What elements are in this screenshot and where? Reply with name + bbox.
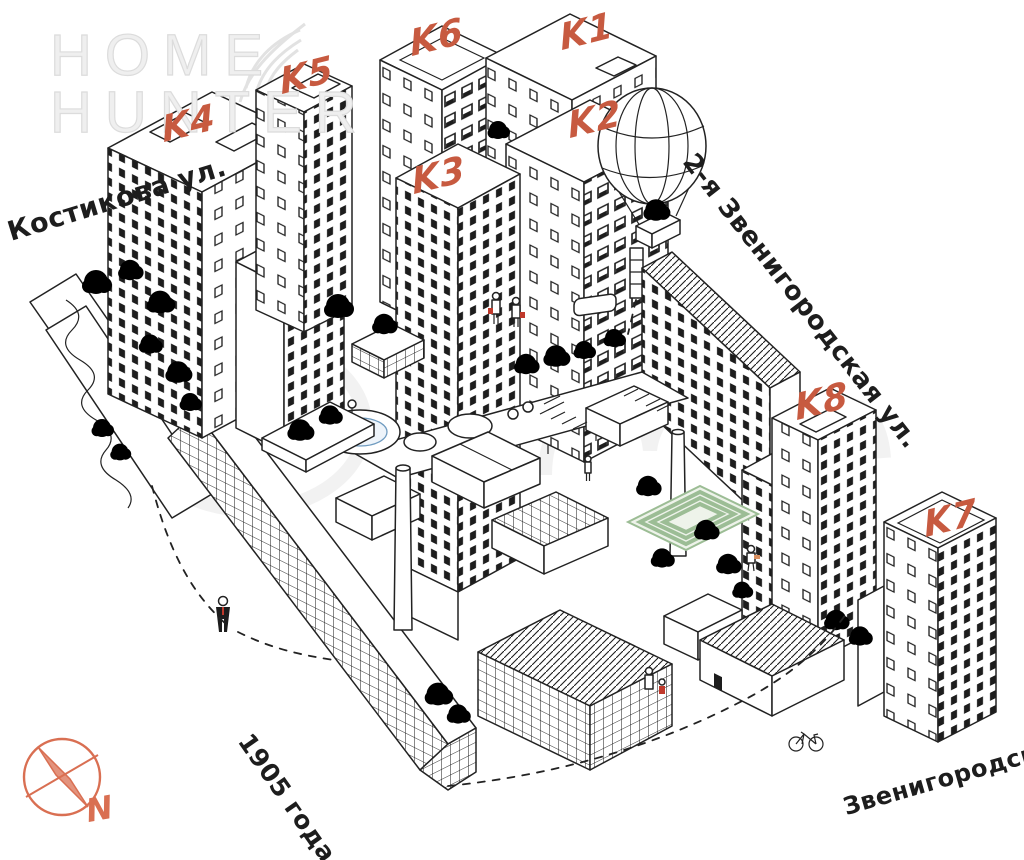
building-k3 xyxy=(395,143,521,641)
hedge-maze xyxy=(625,484,761,552)
pedestrian xyxy=(584,455,592,481)
planter-bed xyxy=(261,401,375,473)
hot-air-balloon xyxy=(597,87,707,335)
dashed-paths xyxy=(151,485,847,787)
building-hall xyxy=(699,603,845,717)
tree xyxy=(716,553,742,580)
bicycle-icon xyxy=(788,731,824,752)
building-perimeter-slab xyxy=(167,395,477,791)
historic-houses xyxy=(335,385,669,575)
building-grid-slab xyxy=(477,609,673,771)
man-in-suit xyxy=(216,595,230,632)
watermark-line1: HOME xyxy=(49,23,276,88)
building-k5 xyxy=(255,63,353,333)
playground-platform xyxy=(351,293,689,493)
watermark-line2: HUNTER xyxy=(49,79,370,145)
pedestrian-pair xyxy=(488,291,525,327)
sitting-person xyxy=(746,544,760,572)
crosswalk-marks xyxy=(539,388,672,430)
watermark-home-hunter: HOME HUNTER xyxy=(49,23,370,145)
parent-and-child xyxy=(644,666,666,694)
compass-rose xyxy=(22,737,102,817)
people xyxy=(216,291,760,694)
tree xyxy=(636,475,662,502)
building-k7 xyxy=(857,491,997,743)
